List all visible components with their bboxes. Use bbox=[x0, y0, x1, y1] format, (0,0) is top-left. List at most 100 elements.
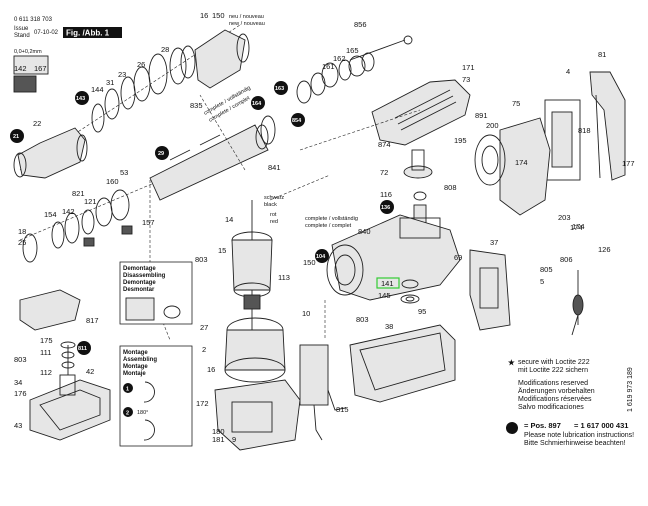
label-203: 203 bbox=[558, 213, 571, 222]
cable-part-815 bbox=[299, 344, 346, 441]
label-14: 14 bbox=[225, 215, 233, 224]
side-doc-number: 1 619 973 189 bbox=[627, 367, 634, 412]
label-4: 4 bbox=[566, 67, 570, 76]
label-18: 18 bbox=[18, 227, 26, 236]
doc-number: 0 611 318 703 bbox=[14, 17, 53, 23]
label-821: 821 bbox=[72, 189, 85, 198]
label-15: 15 bbox=[218, 246, 226, 255]
gear-part-72 bbox=[403, 149, 433, 224]
lubrication-marker bbox=[506, 422, 518, 434]
label-805: 805 bbox=[540, 265, 553, 274]
part-labels: 16 150 neu / nouveau new / nouveau 28 26… bbox=[14, 11, 635, 444]
wire-label-red: red bbox=[270, 219, 278, 225]
label-808: 808 bbox=[444, 183, 457, 192]
label-34: 34 bbox=[14, 378, 22, 387]
label-176: 176 bbox=[14, 389, 27, 398]
loctite-note-1: secure with Loctite 222 bbox=[518, 359, 590, 366]
label-174: 174 bbox=[515, 158, 528, 167]
label-891: 891 bbox=[475, 111, 488, 120]
intermediate-shaft-group bbox=[19, 289, 81, 375]
label-144: 144 bbox=[91, 85, 104, 94]
lubrication-note-1: Please note lubrication instructions! bbox=[524, 432, 634, 439]
svg-text:29: 29 bbox=[158, 151, 164, 157]
loctite-star: ★ bbox=[508, 358, 516, 367]
montage-line-2: Assembling bbox=[123, 357, 157, 363]
issue-label: Issue bbox=[14, 26, 29, 32]
svg-text:164: 164 bbox=[252, 101, 262, 107]
stand-label: Stand bbox=[14, 33, 30, 39]
circled-parts: 143 21 164 163 854 29 136 104 811 bbox=[10, 81, 394, 355]
label-167: 167 bbox=[34, 64, 47, 73]
wire-label-black: black bbox=[264, 202, 277, 208]
pos-reference: = 1 617 000 431 bbox=[574, 421, 628, 430]
label-72: 72 bbox=[380, 168, 388, 177]
bottom-cover-part-38 bbox=[349, 324, 456, 403]
label-37: 37 bbox=[490, 238, 498, 247]
label-195: 195 bbox=[454, 136, 467, 145]
label-145: 145 bbox=[378, 291, 391, 300]
label-75: 75 bbox=[512, 99, 520, 108]
figure-label: Fig. /Abb. 1 bbox=[66, 29, 110, 38]
label-803b: 803 bbox=[356, 315, 369, 324]
step-2-marker bbox=[123, 407, 133, 417]
angle-label: 180° bbox=[137, 410, 148, 416]
dashed-axis-top bbox=[19, 24, 241, 171]
stator-part-2 bbox=[224, 317, 286, 383]
document-header: 0 611 318 703 Issue Stand 07-10-02 Fig. … bbox=[13, 17, 122, 93]
ring-stack-top bbox=[91, 29, 250, 133]
modifications-4: Salvo modificaciones bbox=[518, 404, 584, 411]
svg-text:136: 136 bbox=[381, 205, 390, 211]
striker-group bbox=[296, 35, 413, 104]
wire-label-rot: rot bbox=[270, 212, 277, 218]
spindle-part-835 bbox=[149, 115, 276, 201]
modifications-1: Modifications reserved bbox=[518, 380, 588, 387]
label-874: 874 bbox=[378, 140, 391, 149]
marker-854 bbox=[291, 113, 305, 127]
label-53: 53 bbox=[120, 168, 128, 177]
svg-text:854: 854 bbox=[292, 118, 302, 124]
label-69: 69 bbox=[454, 253, 462, 262]
label-174c: 174 bbox=[572, 222, 585, 231]
montage-line-3: Montage bbox=[123, 364, 148, 370]
svg-text:1: 1 bbox=[126, 387, 129, 393]
label-31: 31 bbox=[106, 78, 114, 87]
label-856: 856 bbox=[354, 20, 367, 29]
pos-897: = Pos. 897 bbox=[524, 421, 561, 430]
label-73: 73 bbox=[462, 75, 470, 84]
label-9: 9 bbox=[232, 435, 236, 444]
label-95: 95 bbox=[418, 307, 426, 316]
label-835: 835 bbox=[190, 101, 203, 110]
spring-icon-1 bbox=[143, 381, 155, 403]
tolerance-label: 0,0+0,2mm bbox=[14, 49, 42, 55]
seal-detail-icon bbox=[13, 75, 37, 93]
svg-text:21: 21 bbox=[13, 134, 19, 140]
label-16: 16 bbox=[200, 11, 208, 20]
modifications-3: Modifications réservées bbox=[518, 396, 592, 403]
label-154: 154 bbox=[44, 210, 57, 219]
loctite-note-2: mit Loctite 222 sichern bbox=[518, 367, 588, 374]
label-22: 22 bbox=[33, 119, 41, 128]
modifications-2: Änderungen vorbehalten bbox=[518, 387, 595, 395]
label-181: 181 bbox=[212, 435, 225, 444]
label-2: 2 bbox=[202, 345, 206, 354]
label-161: 161 bbox=[322, 62, 335, 71]
demontage-line-1: Demontage bbox=[123, 266, 156, 272]
svg-text:104: 104 bbox=[316, 254, 326, 260]
figure-label-box bbox=[63, 27, 122, 38]
svg-text:143: 143 bbox=[76, 96, 85, 102]
marker-21 bbox=[10, 129, 24, 143]
tolerance-detail bbox=[13, 55, 49, 75]
label-150b: 150 bbox=[303, 258, 316, 267]
label-23: 23 bbox=[118, 70, 126, 79]
label-200: 200 bbox=[486, 121, 499, 130]
gear-housing-part-75 bbox=[474, 117, 551, 216]
side-handle-part-5 bbox=[571, 270, 584, 336]
demontage-line-4: Desmontar bbox=[123, 287, 155, 293]
label-803c: 803 bbox=[14, 355, 27, 364]
label-817: 817 bbox=[86, 316, 99, 325]
complete-label-4: complete / complet bbox=[305, 223, 352, 229]
svg-text:811: 811 bbox=[78, 346, 87, 352]
label-16b: 16 bbox=[207, 365, 215, 374]
label-141: 141 bbox=[381, 279, 394, 288]
label-121: 121 bbox=[84, 197, 97, 206]
